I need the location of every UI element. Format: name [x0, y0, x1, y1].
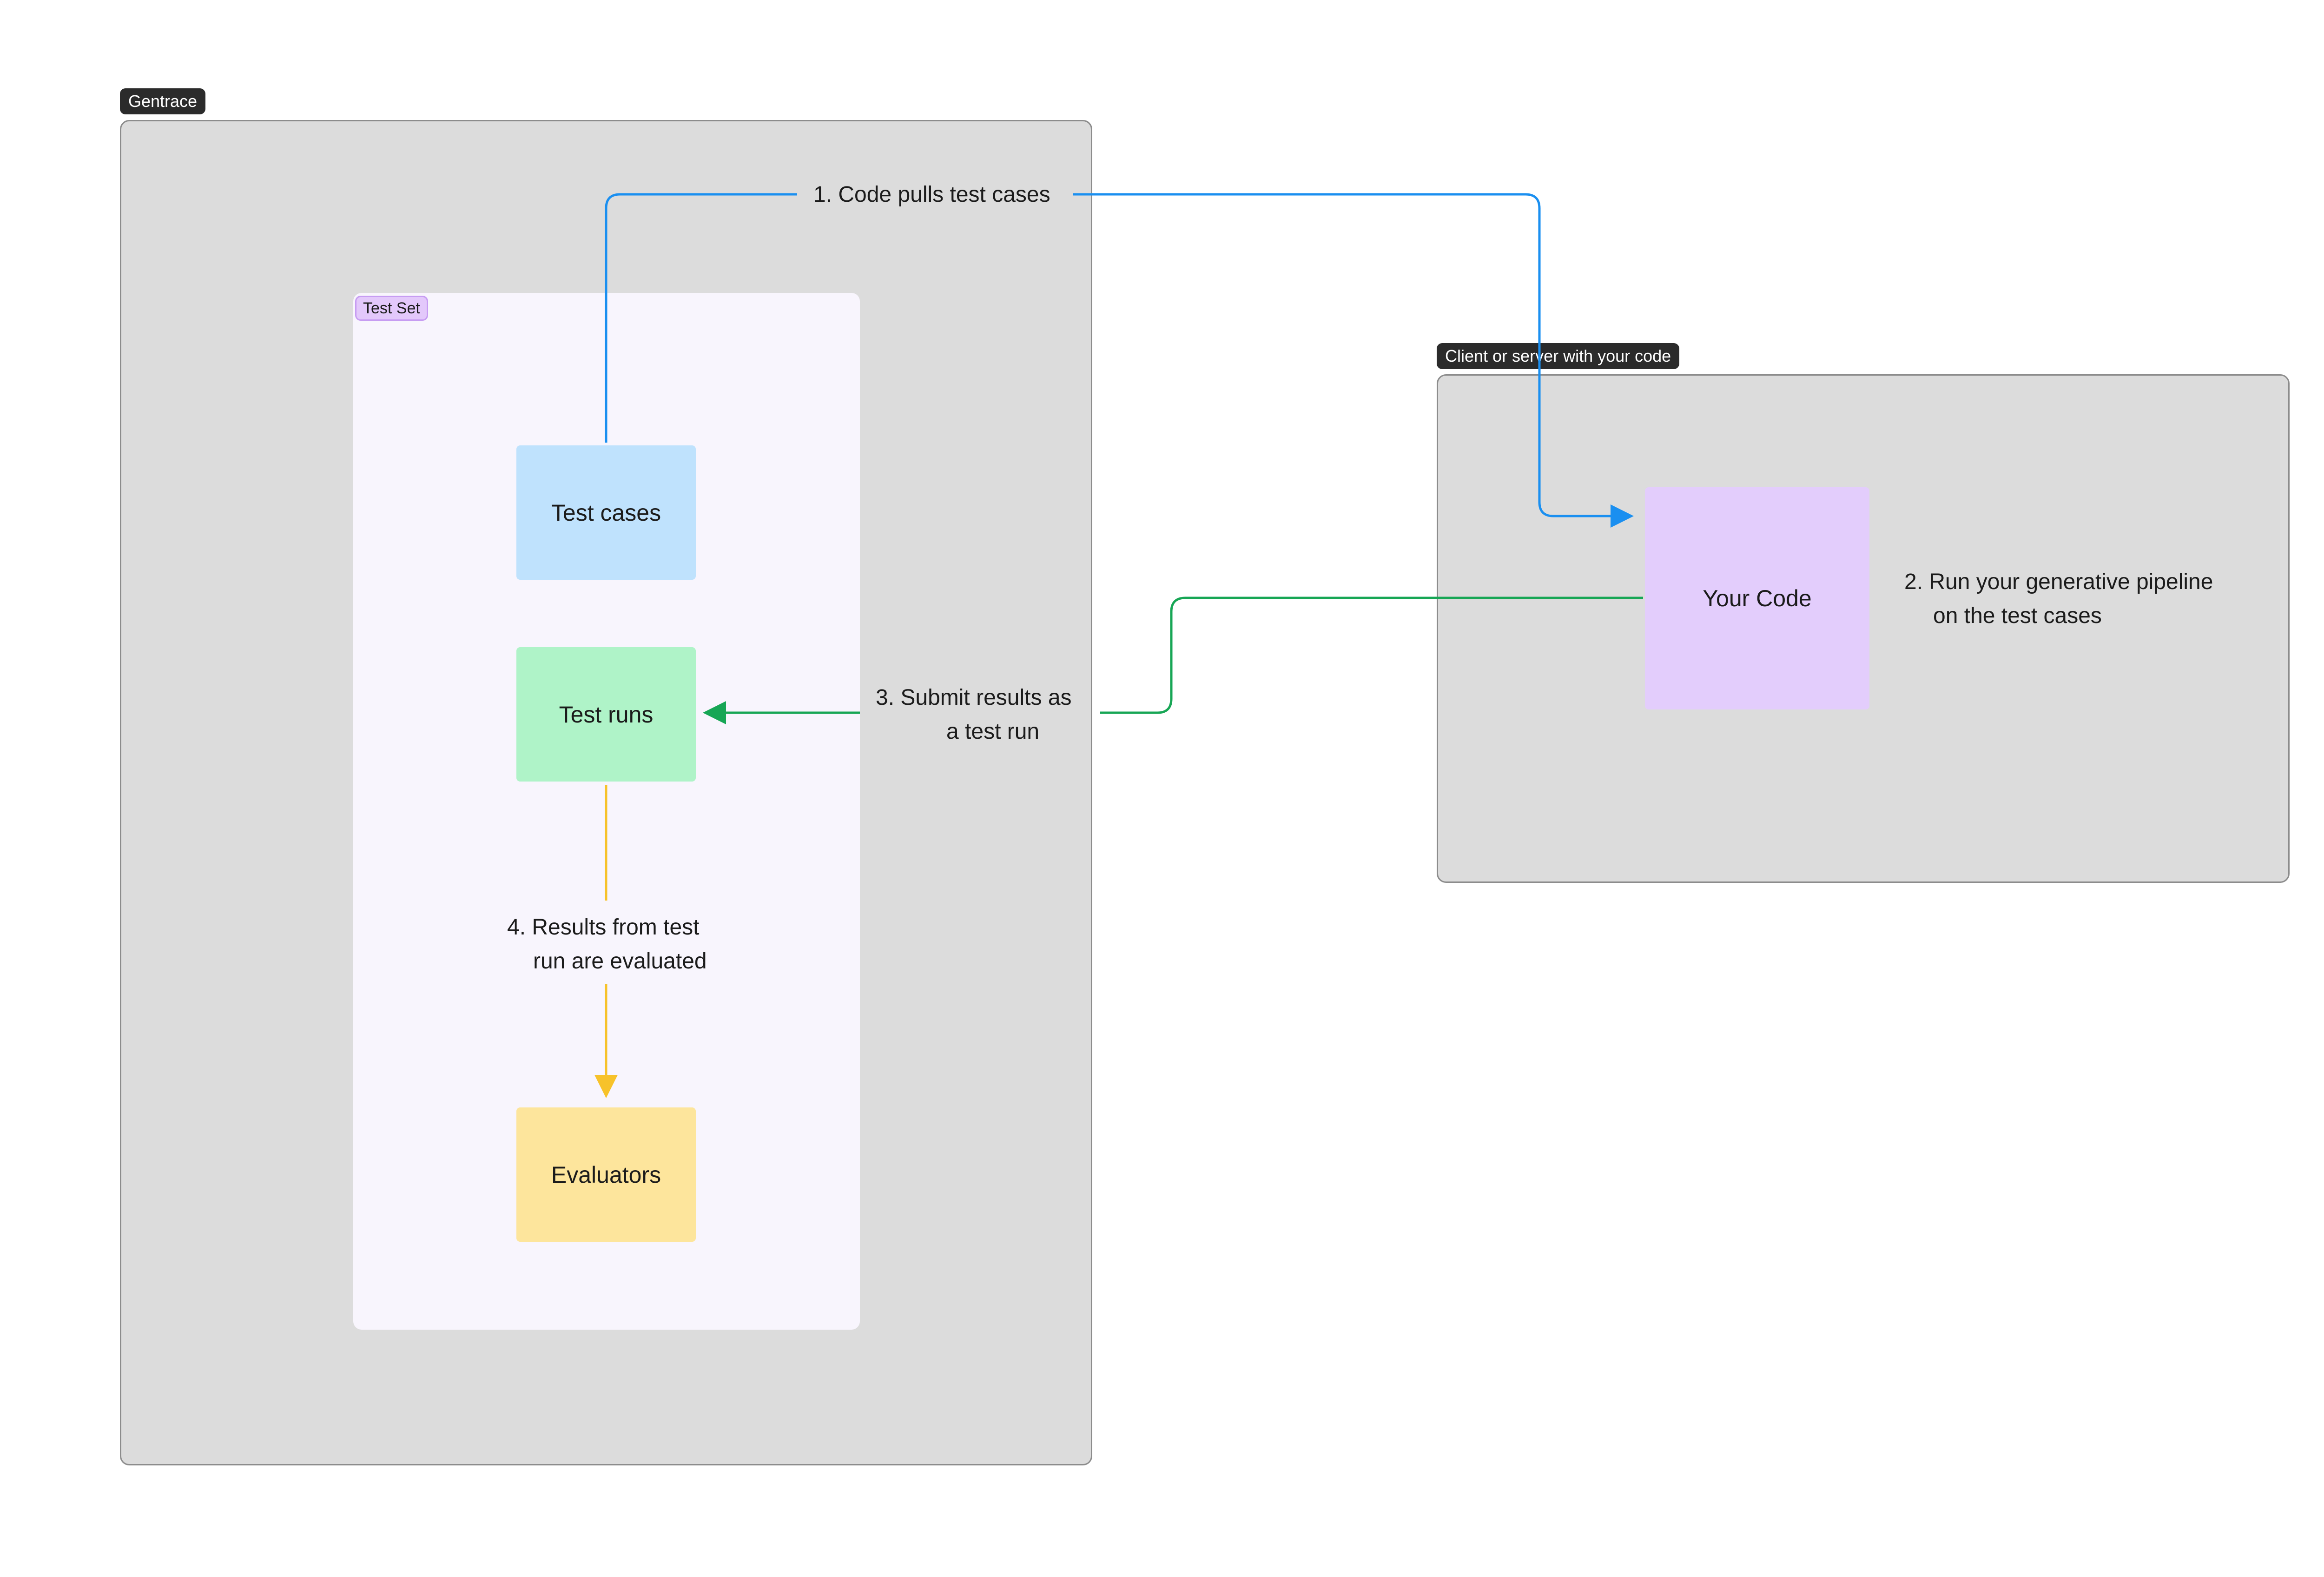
step-2-number: 2. [1904, 570, 1923, 594]
step-1-label: 1. Code pulls test cases [813, 178, 1050, 212]
step-2-label: 2. Run your generative pipeline on the t… [1904, 565, 2213, 633]
step-4-text-line1: Results from test [532, 915, 700, 940]
step-4-text-line2: run are evaluated [533, 949, 707, 974]
submit-edge-right [1100, 596, 1643, 714]
step-1-number: 1. [813, 182, 832, 207]
step-3-text-line2: a test run [946, 719, 1040, 744]
evaluators-label: Evaluators [551, 1161, 661, 1188]
test-cases-node: Test cases [516, 445, 696, 580]
step-4-label: 4. Results from test run are evaluated [507, 910, 707, 978]
test-runs-node: Test runs [516, 647, 696, 782]
client-frame-label: Client or server with your code [1437, 343, 1680, 369]
step-3-text-line1: Submit results as [900, 685, 1072, 710]
your-code-node: Your Code [1645, 487, 1869, 709]
test-set-label: Test Set [355, 296, 428, 321]
test-runs-label: Test runs [559, 701, 654, 728]
test-cases-label: Test cases [551, 499, 661, 526]
step-2-text-line1: Run your generative pipeline [1929, 570, 2213, 594]
step-4-number: 4. [507, 915, 526, 940]
step-3-label: 3. Submit results as a test run [876, 681, 1072, 749]
your-code-label: Your Code [1703, 585, 1812, 611]
step-3-number: 3. [876, 685, 895, 710]
step-1-text: Code pulls test cases [838, 182, 1050, 207]
gentrace-frame-label: Gentrace [120, 88, 206, 114]
pull-edge-left [605, 193, 797, 443]
step-2-text-line2: on the test cases [1933, 603, 2102, 628]
evaluators-node: Evaluators [516, 1107, 696, 1242]
pull-edge-right [1073, 193, 1634, 528]
